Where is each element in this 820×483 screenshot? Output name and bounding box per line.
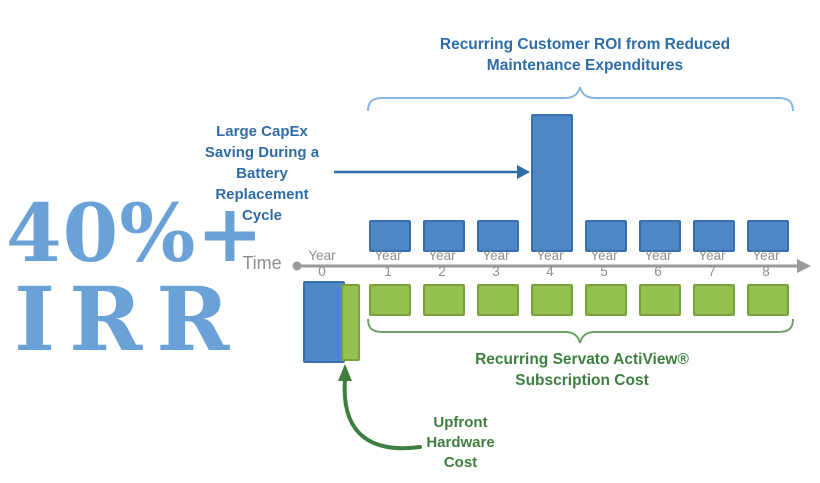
year-word: Year — [428, 248, 456, 263]
time-axis-arrowhead — [797, 259, 811, 273]
roi-bar-year-7 — [693, 220, 735, 252]
year-word: Year — [482, 248, 510, 263]
year-word: Year — [752, 248, 780, 263]
roi-bar-year-6 — [639, 220, 681, 252]
roi-bar-year-8 — [747, 220, 789, 252]
roi-bar-year-2 — [423, 220, 465, 252]
roi-annotation: Recurring Customer ROI from Reduced Main… — [350, 34, 820, 76]
subscription-bar-year-8 — [747, 284, 789, 316]
subscription-bar-year-6 — [639, 284, 681, 316]
upfront-arrowhead — [338, 364, 352, 381]
year-word: Year — [644, 248, 672, 263]
subscription-brace — [367, 318, 794, 344]
year-number: 8 — [762, 264, 770, 279]
roi-brace — [367, 86, 794, 112]
subscription-bar-year-3 — [477, 284, 519, 316]
year-word: Year — [590, 248, 618, 263]
capex-annotation-line4: Replacement — [215, 186, 309, 203]
year-word: Year — [698, 248, 726, 263]
subscription-bar-year-7 — [693, 284, 735, 316]
upfront-annotation-line3: Cost — [443, 454, 478, 471]
time-axis-label: Time — [242, 253, 282, 273]
roi-bar-year-5 — [585, 220, 627, 252]
subscription-bar-year-0 — [341, 284, 360, 361]
year-number: 2 — [438, 264, 446, 279]
roi-annotation-line2: Maintenance Expenditures — [486, 57, 684, 74]
subscription-bar-year-4 — [531, 284, 573, 316]
roi-annotation-line1: Recurring Customer ROI from Reduced — [439, 36, 731, 53]
capex-annotation-line3: Battery — [236, 165, 288, 182]
year-number: 4 — [546, 264, 554, 279]
upfront-hardware-bar — [303, 281, 345, 363]
time-axis-origin-dot — [292, 261, 302, 271]
capex-annotation-line5: Cycle — [241, 207, 283, 224]
irr-percent-headline: 40%+ — [6, 186, 265, 280]
capex-annotation-line2: Saving During a — [204, 144, 320, 161]
capex-annotation-line1: Large CapEx — [216, 123, 308, 140]
subscription-annotation-line1: Recurring Servato ActiView® — [475, 351, 689, 368]
year-word: Year — [536, 248, 564, 263]
upfront-arrow-curve — [342, 378, 422, 451]
year-number: 5 — [600, 264, 608, 279]
year-number: 1 — [384, 264, 392, 279]
year-word: Year — [374, 248, 402, 263]
subscription-bar-year-5 — [585, 284, 627, 316]
year-word: Year — [308, 248, 336, 263]
capex-arrowhead — [517, 165, 530, 179]
subscription-bar-year-2 — [423, 284, 465, 316]
subscription-bar-year-1 — [369, 284, 411, 316]
upfront-annotation: Upfront Hardware Cost — [408, 413, 513, 473]
roi-bar-year-4 — [531, 114, 573, 252]
roi-bar-year-3 — [477, 220, 519, 252]
year-number: 7 — [708, 264, 716, 279]
subscription-annotation: Recurring Servato ActiView® Subscription… — [368, 349, 796, 391]
year-number: 3 — [492, 264, 500, 279]
capex-annotation: Large CapEx Saving During a Battery Repl… — [182, 121, 342, 226]
upfront-annotation-line1: Upfront — [433, 414, 488, 431]
irr-headline: IRR — [14, 267, 244, 371]
upfront-annotation-line2: Hardware — [426, 434, 495, 451]
roi-bar-year-1 — [369, 220, 411, 252]
subscription-annotation-line2: Subscription Cost — [515, 372, 649, 389]
year-number: 0 — [318, 264, 326, 279]
year-number: 6 — [654, 264, 662, 279]
